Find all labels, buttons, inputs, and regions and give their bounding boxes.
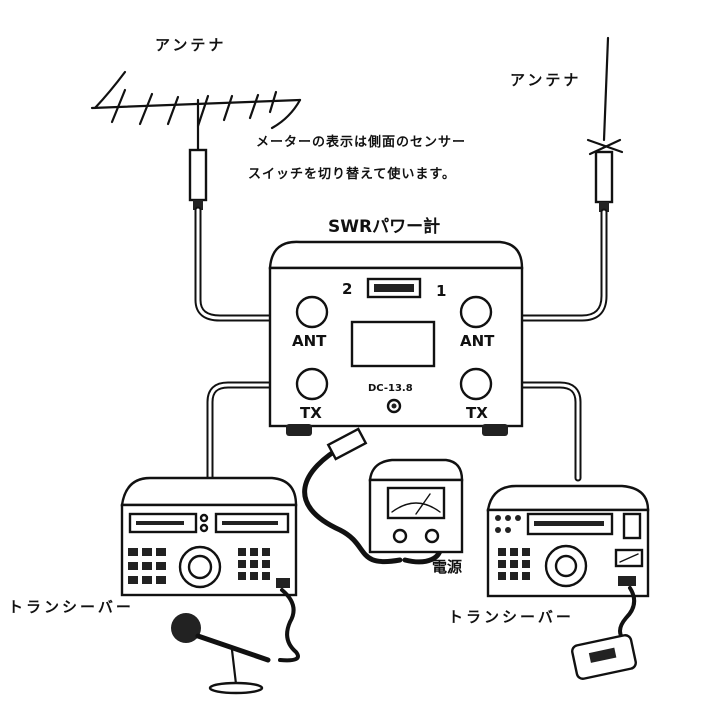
microphone <box>171 588 300 695</box>
transceiver-left-label: トランシーバー <box>8 598 134 616</box>
power-supply <box>368 458 464 554</box>
transceiver-right-label: トランシーバー <box>448 608 574 626</box>
dc-power-cable <box>302 427 444 565</box>
transceiver-cables <box>206 381 582 482</box>
ant-port-left-label: ANT <box>292 332 327 350</box>
note-line-2: スイッチを切り替えて使います。 <box>248 166 456 182</box>
antenna-right-label: アンテナ <box>510 71 581 89</box>
ant-port-right-label: ANT <box>460 332 495 350</box>
switch-position-2: 2 <box>342 280 352 298</box>
tx-port-right-label: TX <box>466 404 488 422</box>
yagi-antenna <box>90 70 302 210</box>
swr-power-meter <box>268 240 524 436</box>
transceiver-right <box>486 484 650 598</box>
handheld-microphone <box>571 586 637 680</box>
note-line-1: メーターの表示は側面のセンサー <box>256 134 466 150</box>
switch-position-1: 1 <box>436 282 446 300</box>
transceiver-left <box>120 476 298 597</box>
dc-input-label: DC-13.8 <box>368 383 413 394</box>
tx-port-left-label: TX <box>300 404 322 422</box>
antenna-left-label: アンテナ <box>155 36 226 54</box>
meter-title: SWRパワー計 <box>328 216 440 237</box>
vertical-antenna <box>586 36 624 212</box>
antenna-cables <box>194 206 608 322</box>
power-supply-label: 電源 <box>432 558 462 576</box>
